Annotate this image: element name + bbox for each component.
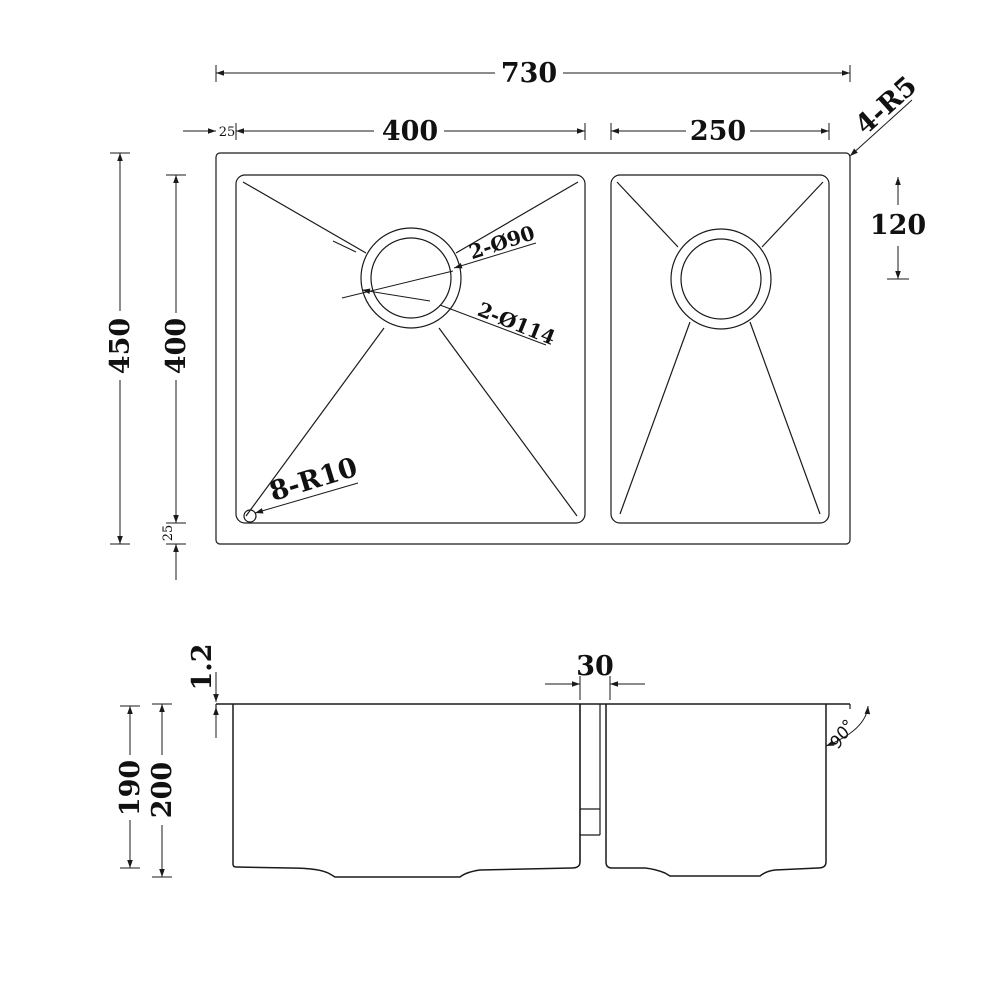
side-view: 1.2 30 190 200 90° (115, 644, 871, 878)
left-bowl-outline (235, 174, 586, 524)
side-left-bowl-profile (232, 704, 581, 878)
left-bowl-slope-line (455, 181, 579, 254)
right-bowl-slope-line (761, 181, 824, 248)
dim-inner-corner-radius: 8-R10 (266, 452, 361, 508)
right-drain-outer-circle (670, 228, 772, 330)
right-bowl-slope-line (749, 321, 821, 515)
dim-right-bowl-width: 250 (690, 116, 746, 147)
left-bowl-slope-line (438, 327, 578, 517)
left-bowl (235, 174, 586, 524)
dim-divider-width: 30 (576, 651, 614, 682)
dim-overall-width: 730 (501, 58, 557, 89)
dim-drain-inner-diameter: 2-Ø90 (466, 221, 538, 265)
side-right-bowl-profile (605, 704, 827, 877)
dim-thickness: 1.2 (187, 644, 218, 691)
left-bowl-slope-line (245, 327, 385, 517)
side-divider (579, 704, 601, 862)
dim-depth-inner: 190 (115, 760, 146, 816)
sink-outer-outline (215, 152, 851, 545)
left-bowl-slope-line (242, 181, 367, 254)
left-drain-outer-circle (360, 227, 462, 329)
dim-bowl-depth: 400 (161, 318, 192, 374)
left-corner-radius-circle (243, 509, 257, 523)
dim-left-margin: 25 (219, 125, 236, 140)
right-bowl-slope-line (616, 181, 679, 248)
dim-wall-angle: 90° (826, 716, 860, 752)
left-drain-inner-circle (370, 237, 452, 319)
dim-outer-corner-radius: 4-R5 (849, 70, 923, 141)
dim-drain-outer-diameter: 2-Ø114 (474, 297, 559, 350)
right-drain-inner-circle (680, 238, 762, 320)
dim-bottom-margin: 25 (161, 525, 176, 542)
dim-right-drain-offset: 120 (870, 210, 926, 241)
dim-depth-outer: 200 (147, 762, 178, 818)
dim-left-bowl-width: 400 (382, 116, 438, 147)
top-view: 730 25 400 250 4-R5 120 450 (105, 58, 926, 580)
right-bowl-outline (610, 174, 830, 524)
right-bowl-slope-line (619, 321, 691, 515)
dim-overall-depth: 450 (105, 318, 136, 374)
right-bowl (610, 174, 830, 524)
